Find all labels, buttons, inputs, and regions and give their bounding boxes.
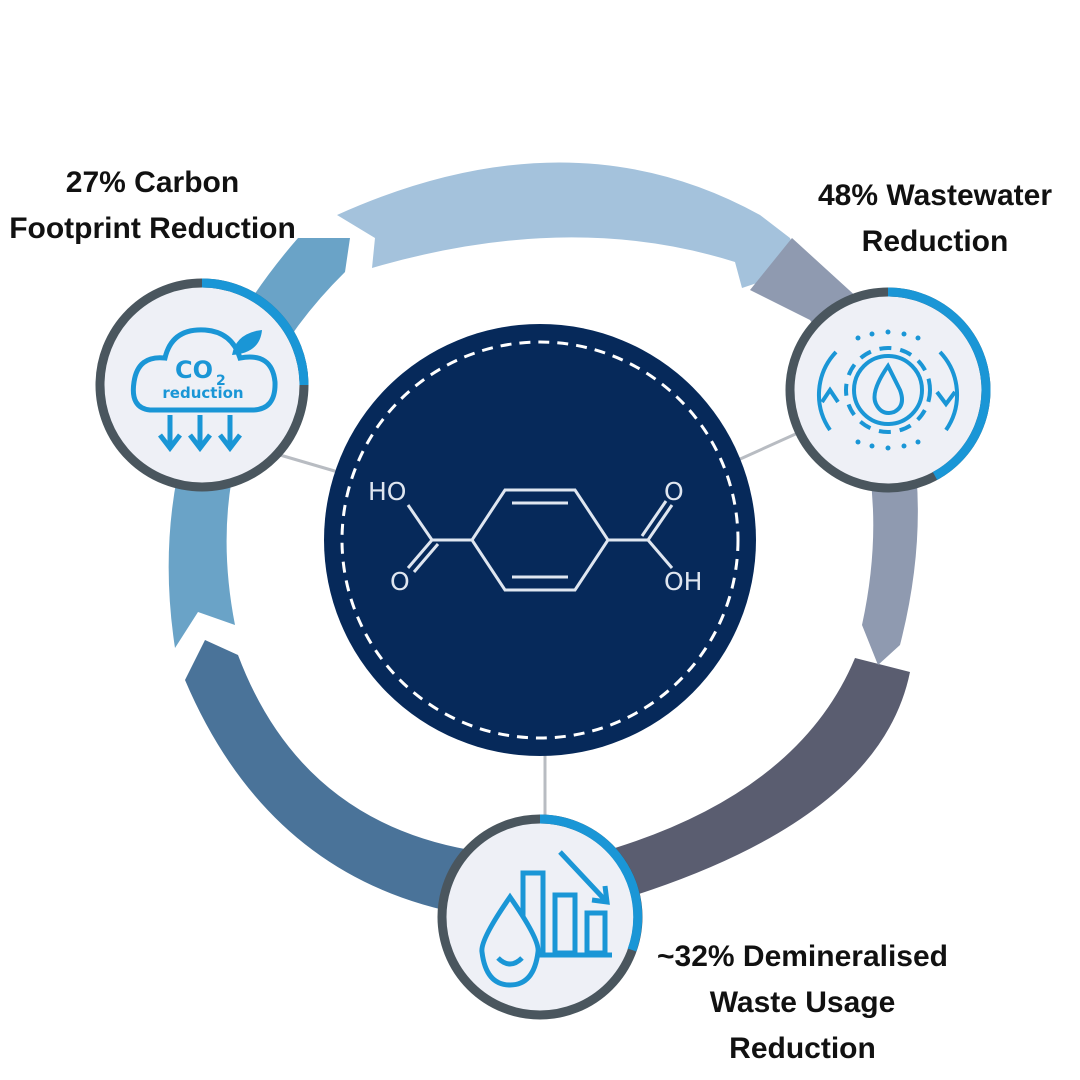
leaf-icon — [232, 330, 262, 355]
cycle-arrow-top — [337, 162, 802, 288]
dots-ring — [855, 329, 921, 451]
carbon-label-line: 27% Carbon — [65, 166, 240, 199]
reduction-text: reduction — [162, 384, 243, 402]
water-drop-gear-icon — [816, 346, 960, 434]
carbon-progress-arc — [201, 278, 309, 386]
group-label: HO — [368, 477, 406, 506]
cycle-arrow-left — [168, 238, 350, 648]
group-label: OH — [664, 567, 702, 596]
demin-label: ~32% Demineralised Waste Usage Reduction — [640, 934, 965, 1072]
wastewater-label: 48% Wastewater Reduction — [800, 173, 1070, 265]
demin-label-line: Reduction — [729, 1032, 876, 1065]
water-drop-bar-chart-icon — [479, 850, 612, 988]
center-dashed-ring — [340, 340, 740, 740]
group-label: O — [390, 567, 410, 596]
group-label: O — [664, 477, 684, 506]
center-circle — [324, 324, 756, 756]
connector-lines — [279, 430, 801, 815]
carbon-label: 27% Carbon Footprint Reduction — [0, 160, 305, 252]
connector-carbon — [279, 453, 339, 474]
co2-subscript: 2 — [216, 373, 226, 389]
co2-reduction-cloud-icon — [130, 327, 278, 453]
carbon-label-line: Footprint Reduction — [9, 212, 296, 245]
demin-label-line: Waste Usage — [709, 986, 896, 1019]
benzene-ring — [406, 488, 674, 592]
center-molecule: HO O O OH — [324, 324, 756, 756]
wastewater-node — [785, 287, 991, 493]
wastewater-progress-arc — [887, 287, 991, 480]
wastewater-label-line: Reduction — [861, 225, 1009, 258]
co2-text: CO — [175, 356, 213, 384]
cycle-arrow-bottom-right — [615, 658, 910, 900]
wastewater-label-line: 48% Wastewater — [818, 179, 1052, 212]
demin-node — [437, 814, 643, 1020]
demin-progress-arc — [539, 814, 643, 952]
connector-wastewater — [737, 430, 801, 462]
demin-label-line: ~32% Demineralised — [657, 940, 948, 973]
cycle-arrow-bottom-left — [185, 640, 470, 915]
carbon-node: CO 2 reduction — [95, 278, 309, 492]
